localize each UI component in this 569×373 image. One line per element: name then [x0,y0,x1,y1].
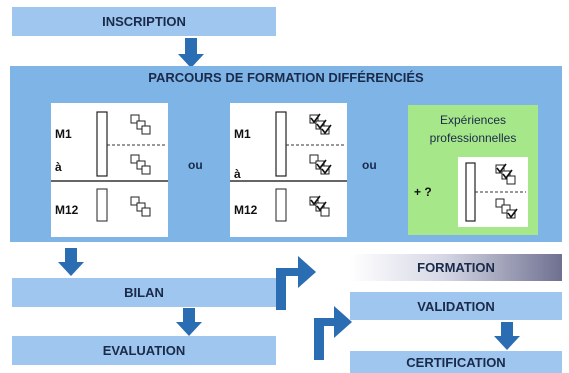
arrow-down-icon [178,38,204,68]
certification-label: CERTIFICATION [406,354,506,370]
m12-label: M12 [55,203,79,217]
bent-arrow-icon [314,306,352,360]
formation-label: FORMATION [417,260,495,275]
a-label: à [55,160,62,174]
experience-schema-icon [465,162,526,222]
arrow-down-icon [494,322,520,350]
module-card-left: M1 à M12 [51,103,168,237]
evaluation-label: EVALUATION [102,343,186,358]
or-connector-1: ou [188,158,203,172]
formation-box: FORMATION [350,254,562,281]
m12-label: M12 [234,203,258,217]
evaluation-box: EVALUATION [12,336,276,365]
parcours-title: PARCOURS DE FORMATION DIFFÉRENCIÉS [148,70,424,85]
experience-title-line-1: Expériences [439,113,507,127]
bent-arrow-icon [276,256,316,310]
bilan-box: BILAN [12,278,276,307]
a-label: à [234,167,241,181]
m1-label: M1 [234,127,251,141]
arrow-down-icon [58,248,84,276]
certification-box: CERTIFICATION [350,351,562,373]
validation-box: VALIDATION [350,292,562,320]
validation-label: VALIDATION [417,298,495,314]
module-schema-checked-icon [230,111,347,222]
module-schema-icon [51,111,168,222]
plus-question-label: + ? [414,185,432,199]
bilan-label: BILAN [124,285,164,300]
or-connector-2: ou [362,158,377,172]
arrow-down-icon [176,308,202,336]
module-card-middle: M1 à M12 [230,103,347,237]
experience-card: Expériences professionnelles + ? [408,105,538,235]
inscription-label: INSCRIPTION [102,14,186,29]
inscription-box: INSCRIPTION [12,7,276,36]
experience-title-line-2: professionnelles [429,131,517,145]
m1-label: M1 [55,127,72,141]
